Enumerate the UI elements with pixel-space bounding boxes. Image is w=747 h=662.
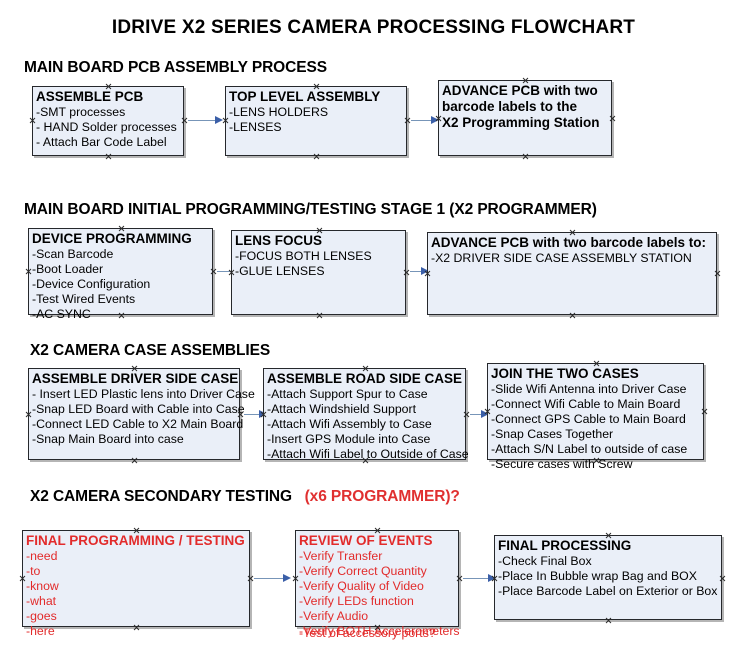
section-heading-4-note: (x6 PROGRAMMER)? [304,488,460,505]
box-line: - HAND Solder processes [36,120,177,134]
box-review-of-events[interactable]: REVIEW OF EVENTS -Verify Transfer -Verif… [295,530,460,640]
box-device-programming[interactable]: DEVICE PROGRAMMING -Scan Barcode -Boot L… [28,228,213,321]
arrowhead-icon [488,574,496,582]
box-line: -Verify LEDs function [299,594,414,608]
arrowhead-icon [421,267,429,275]
box-line: -Snap LED Board with Cable into Case [32,402,245,416]
box-assemble-road-side-case[interactable]: ASSEMBLE ROAD SIDE CASE -Attach Support … [263,368,469,461]
box-line: -Test Wired Events [32,292,136,306]
box-title: REVIEW OF EVENTS [299,533,433,548]
box-assemble-pcb[interactable]: ASSEMBLE PCB -SMT processes - HAND Solde… [32,86,184,156]
section-heading-3: X2 CAMERA CASE ASSEMBLIES [30,342,270,360]
box-line: -to [26,564,41,578]
box-line: -Connect GPS Cable to Main Board [491,412,686,426]
box-advance-pcb-driver-side-case[interactable]: ADVANCE PCB with two barcode labels to: … [427,232,717,315]
box-line: -here [26,624,55,638]
box-lens-focus[interactable]: LENS FOCUS -FOCUS BOTH LENSES -GLUE LENS… [231,230,406,315]
box-line: -Snap Main Board into case [32,432,184,446]
box-line: -Insert GPS Module into Case [267,432,431,446]
box-line: -Attach Windshield Support [267,402,417,416]
box-line: -AC SYNC [32,307,91,321]
box-advance-pcb-programming-station[interactable]: ADVANCE PCB with two barcode labels to t… [438,80,612,156]
section-heading-4: X2 CAMERA SECONDARY TESTING (x6 PROGRAMM… [30,488,460,506]
box-line: -Check Final Box [498,554,592,568]
box-line: -LENS HOLDERS [229,105,329,119]
section-heading-1-text: MAIN BOARD PCB ASSEMBLY PROCESS [24,59,327,76]
box-assemble-driver-side-case[interactable]: ASSEMBLE DRIVER SIDE CASE - Insert LED P… [28,368,255,460]
box-line: X2 Programming Station [442,115,600,130]
box-title: JOIN THE TWO CASES [491,366,639,381]
box-line: -Boot Loader [32,262,104,276]
box-line: -GLUE LENSES [235,264,325,278]
connector-line [410,271,424,273]
box-line: barcode labels to the [442,99,578,114]
box-line: -Attach Wifi Label to Outside of Case [267,447,469,461]
box-line: -FOCUS BOTH LENSES [235,249,372,263]
box-title: ASSEMBLE DRIVER SIDE CASE [32,371,239,386]
box-title: ASSEMBLE ROAD SIDE CASE [267,371,463,386]
box-line: -goes [26,609,57,623]
box-line: -need [26,549,58,563]
box-title: FINAL PROGRAMMING / TESTING [26,533,245,548]
arrowhead-icon [481,409,489,418]
box-line: -Scan Barcode [32,247,114,261]
box-title: ADVANCE PCB with two [442,83,598,98]
box-line-overflow: -Test of accessory ports? [299,626,436,640]
box-line: -Verify Quality of Video [299,579,424,593]
box-line: -what [26,594,57,608]
box-line: -know [26,579,59,593]
box-line: -Attach S/N Label to outside of case [491,442,688,456]
section-heading-3-text: X2 CAMERA CASE ASSEMBLIES [30,342,271,359]
box-title: LENS FOCUS [235,233,323,248]
page-title: IDRIVE X2 SERIES CAMERA PROCESSING FLOWC… [111,17,636,38]
box-line: -Snap Cases Together [491,427,614,441]
box-join-the-two-cases[interactable]: JOIN THE TWO CASES -Slide Wifi Antenna i… [487,363,704,471]
box-line: -Attach Support Spur to Case [267,387,428,401]
section-heading-1: MAIN BOARD PCB ASSEMBLY PROCESS [24,59,327,77]
connector-line [411,120,434,122]
box-line: -SMT processes [36,105,126,119]
box-line: -Place In Bubble wrap Bag and BOX [498,569,697,583]
connector-line [244,413,262,415]
section-heading-2: MAIN BOARD INITIAL PROGRAMMING/TESTING S… [24,201,597,219]
box-line: -Verify Audio [299,609,369,623]
arrowhead-icon [283,574,291,582]
box-line: -Verify Transfer [299,549,383,563]
box-top-level-assembly[interactable]: TOP LEVEL ASSEMBLY -LENS HOLDERS -LENSES [225,86,407,156]
box-line: -Place Barcode Label on Exterior or Box [498,584,718,598]
box-line: -Verify Correct Quantity [299,564,427,578]
box-line: -Slide Wifi Antenna into Driver Case [491,382,687,396]
connector-line [188,120,218,122]
box-line: -Connect LED Cable to X2 Main Board [32,417,244,431]
box-title: ADVANCE PCB with two barcode labels to: [431,235,707,250]
box-line: -Connect Wifi Cable to Main Board [491,397,681,411]
connector-line [470,413,484,415]
box-title: DEVICE PROGRAMMING [32,231,192,246]
box-line: -Verify BOTH Accelerometers [299,624,460,638]
arrowhead-icon [215,116,223,124]
box-final-processing[interactable]: FINAL PROCESSING -Check Final Box -Place… [494,535,722,620]
box-title: TOP LEVEL ASSEMBLY [229,89,381,104]
section-heading-2-text: MAIN BOARD INITIAL PROGRAMMING/TESTING S… [24,201,597,218]
box-line: -X2 DRIVER SIDE CASE ASSEMBLY STATION [431,251,692,265]
box-title: ASSEMBLE PCB [36,89,144,104]
box-line: -Device Configuration [32,277,151,291]
box-line: -LENSES [229,120,282,134]
box-title: FINAL PROCESSING [498,538,632,553]
connector-line [463,578,491,580]
connector-line [254,578,286,580]
section-heading-4-text: X2 CAMERA SECONDARY TESTING [30,488,292,505]
box-line: -Secure cases with Screw [491,457,633,471]
box-line: - Insert LED Plastic lens into Driver Ca… [32,387,255,401]
box-final-programming-testing[interactable]: FINAL PROGRAMMING / TESTING -need -to -k… [22,530,250,638]
box-line: -Attach Wifi Assembly to Case [267,417,432,431]
box-line: - Attach Bar Code Label [36,135,167,149]
connector-line [217,271,235,273]
arrowhead-icon [431,116,439,124]
